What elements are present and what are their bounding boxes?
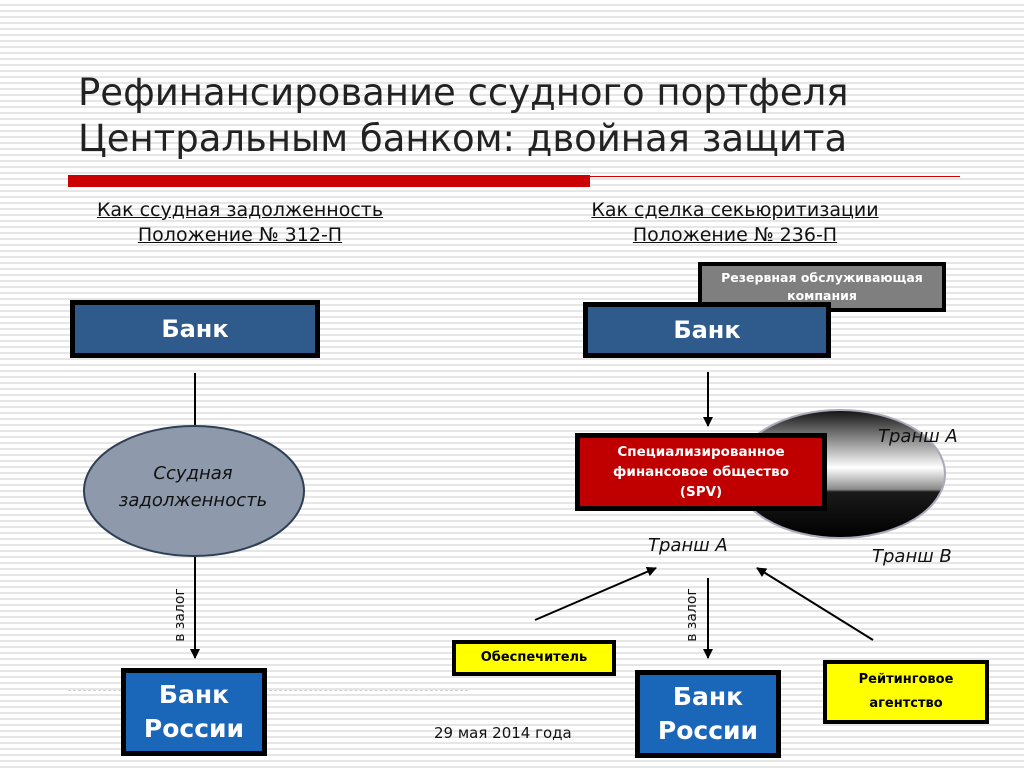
rating-agency-box: Рейтинговое агентство <box>823 660 989 724</box>
right-bank-box: Банк <box>583 302 831 358</box>
tranche-a-mid-label: Транш А <box>648 535 728 556</box>
left-cb-line-1: Банк <box>158 680 230 709</box>
right-bank-of-russia-box: Банк России <box>635 670 781 758</box>
left-bank-of-russia-box: Банк России <box>121 668 267 756</box>
decorative-line <box>68 690 468 691</box>
right-heading-line-2: Положение № 236-П <box>632 224 838 246</box>
right-heading-line-1: Как сделка секьюритизации <box>591 199 879 221</box>
rating-line-1: Рейтинговое <box>858 672 954 687</box>
guarantor-to-tranche-arrow <box>534 566 657 621</box>
tranche-a-top-label: Транш А <box>878 426 958 447</box>
left-heading-line-1: Как ссудная задолженность <box>96 199 384 221</box>
spv-line-3: (SPV) <box>679 484 723 500</box>
right-bank-label: Банк <box>673 316 741 344</box>
right-pledge-wrapper: в залог <box>652 588 732 642</box>
guarantor-box: Обеспечитель <box>452 640 616 676</box>
title-accent-line <box>590 176 960 177</box>
guarantor-label: Обеспечитель <box>480 650 588 665</box>
page-title: Рефинансирование ссудного портфеля Центр… <box>78 70 978 162</box>
left-pledge-wrapper: в залог <box>140 588 220 642</box>
title-accent-bar <box>68 175 590 187</box>
footer-date: 29 мая 2014 года <box>434 724 572 742</box>
right-cb-line-2: России <box>657 716 759 745</box>
left-heading-line-2: Положение № 312-П <box>137 224 343 246</box>
left-bank-label: Банк <box>161 315 229 343</box>
right-column-heading: Как сделка секьюритизации Положение № 23… <box>545 198 925 248</box>
right-cb-line-1: Банк <box>672 682 744 711</box>
reserve-line-1: Резервная обслуживающая <box>721 270 923 285</box>
left-pledge-label: в залог <box>172 588 188 642</box>
loan-label-line-1: Ссудная <box>153 463 233 484</box>
title-line-1: Рефинансирование ссудного портфеля <box>78 71 849 114</box>
right-pledge-label: в залог <box>684 588 700 642</box>
rating-line-2: агентство <box>869 696 943 711</box>
loan-label: Ссудная задолженность <box>88 460 298 514</box>
tranche-b-label: Транш В <box>872 546 952 567</box>
spv-line-1: Специализированное <box>617 444 785 460</box>
left-cb-line-2: России <box>143 714 245 743</box>
rating-to-tranche-arrow <box>756 567 874 641</box>
spv-line-2: финансовое общество <box>613 464 789 480</box>
left-bank-box: Банк <box>70 300 320 358</box>
spv-box: Специализированное финансовое общество (… <box>575 433 827 511</box>
title-line-2: Центральным банком: двойная защита <box>78 117 848 160</box>
loan-ellipse <box>83 425 305 557</box>
left-column-heading: Как ссудная задолженность Положение № 31… <box>60 198 420 248</box>
reserve-line-2: компания <box>787 288 857 303</box>
loan-label-line-2: задолженность <box>118 490 268 511</box>
